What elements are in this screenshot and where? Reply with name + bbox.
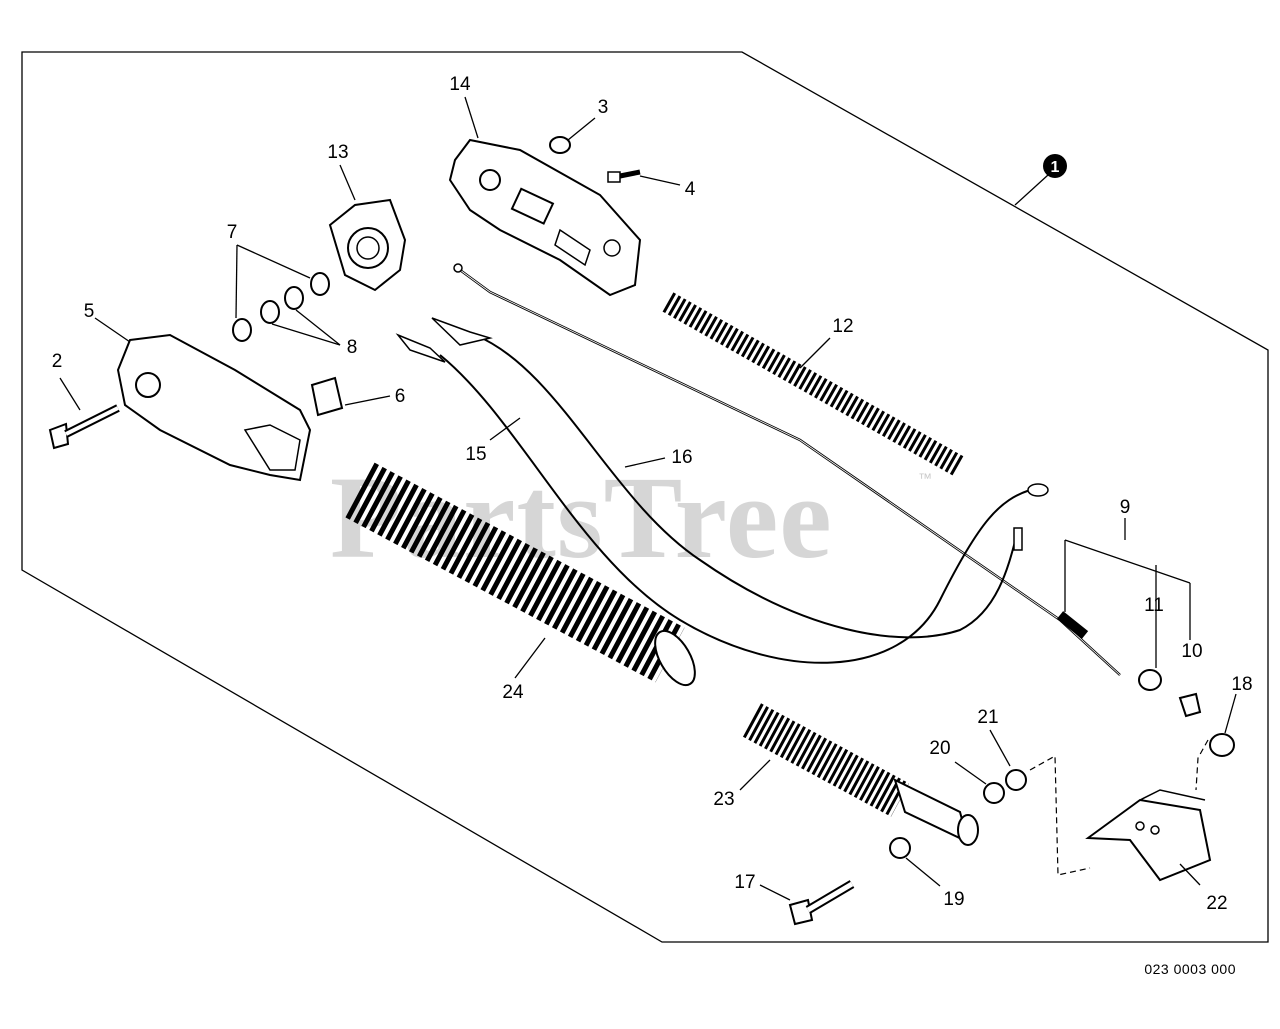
callout-7: 7 <box>227 222 238 243</box>
switch-cam-part <box>328 198 407 292</box>
handle-housing-part <box>448 138 642 297</box>
callout-labels: 2 3 4 5 6 7 8 9 10 11 12 13 14 15 16 17 … <box>52 74 1253 914</box>
callout-14: 14 <box>449 74 471 95</box>
callout-17: 17 <box>734 872 755 893</box>
callout-16: 16 <box>671 447 692 468</box>
callout-23: 23 <box>713 789 734 810</box>
lower-handle-part <box>116 333 312 482</box>
callout-13: 13 <box>327 142 348 163</box>
callout-9: 9 <box>1120 497 1131 518</box>
callout-11: 11 <box>1144 595 1164 616</box>
bolt-part <box>48 404 120 450</box>
assembly-marker-circle <box>1043 154 1067 178</box>
small-nuts-part <box>1138 669 1235 757</box>
washers-part <box>232 272 330 342</box>
callout-3: 3 <box>598 97 609 118</box>
callout-2: 2 <box>52 351 63 372</box>
leader-lines <box>59 96 1237 901</box>
assembly-boundary <box>21 51 1269 943</box>
callout-4: 4 <box>685 179 696 200</box>
drawing-number: 023 0003 000 <box>1144 961 1236 977</box>
callout-8: 8 <box>347 337 358 358</box>
lower-washers-part <box>889 769 1027 859</box>
callout-5: 5 <box>84 301 95 322</box>
lower-bolt-part <box>788 880 855 926</box>
watermark-trademark: ™ <box>918 470 932 486</box>
alignment-lines <box>1029 739 1209 876</box>
callout-21: 21 <box>977 707 998 728</box>
assembly-marker-number: 1 <box>1051 159 1060 176</box>
nut-part <box>549 136 571 154</box>
callout-15: 15 <box>465 444 486 465</box>
bracket-part <box>1085 789 1212 882</box>
callout-20: 20 <box>929 738 950 759</box>
callout-18: 18 <box>1231 674 1252 695</box>
callout-10: 10 <box>1181 641 1202 662</box>
cable-wires <box>395 263 1121 676</box>
callout-22: 22 <box>1206 893 1227 914</box>
corrugated-tube-part <box>345 462 696 687</box>
callout-24: 24 <box>502 682 524 703</box>
spring-upper-part <box>662 292 966 477</box>
callout-6: 6 <box>395 386 406 407</box>
shaft-spring-part <box>742 703 979 846</box>
callout-19: 19 <box>943 889 964 910</box>
callout-12: 12 <box>832 316 853 337</box>
block-part <box>310 376 344 417</box>
screw-part <box>607 169 641 183</box>
